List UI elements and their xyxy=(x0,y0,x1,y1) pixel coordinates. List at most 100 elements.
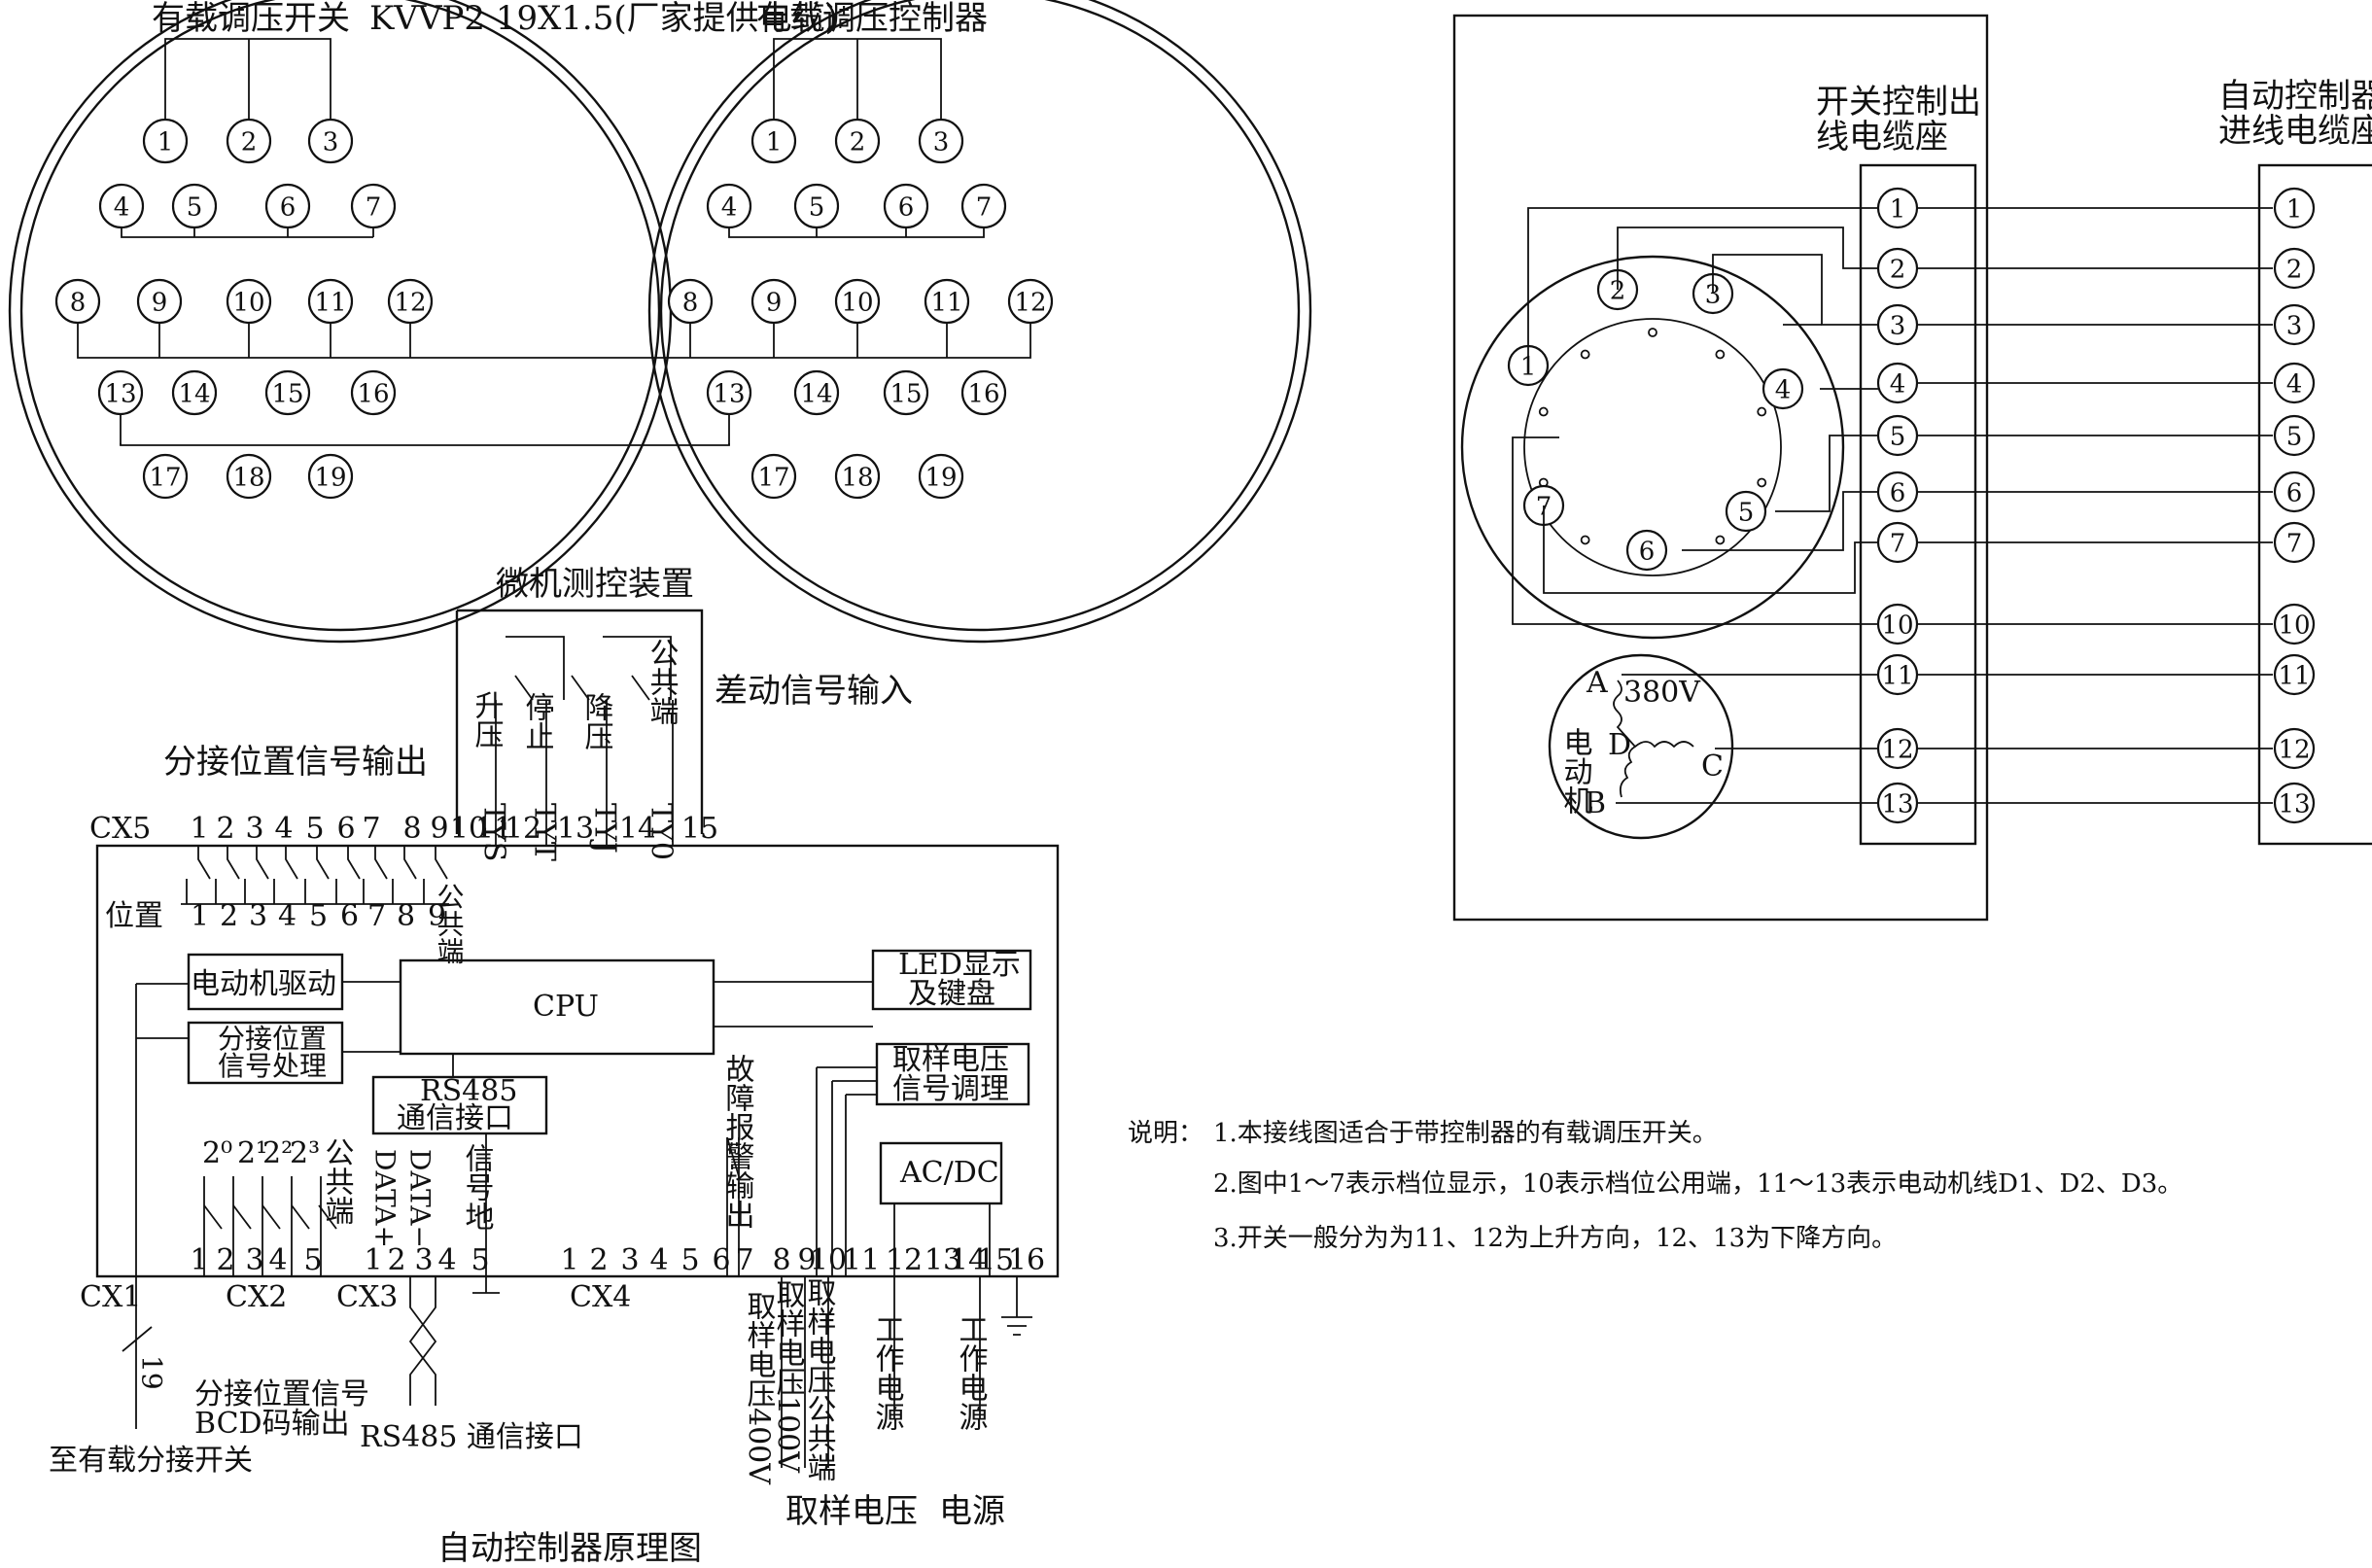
svg-text:13: 13 xyxy=(2278,789,2310,819)
cx5-pin-9: 9 xyxy=(430,812,448,846)
mc-label-up: 升压 xyxy=(470,690,505,749)
svg-text:8: 8 xyxy=(682,288,699,317)
cx5-label: CX5 xyxy=(89,812,151,846)
right-pin-3: 3 xyxy=(918,118,964,164)
left-pin-3: 3 xyxy=(307,118,354,164)
motor-label: 电动机 xyxy=(1558,727,1593,815)
svg-text:12: 12 xyxy=(1014,288,1046,317)
svg-text:3: 3 xyxy=(1705,280,1722,309)
svg-text:10: 10 xyxy=(232,288,264,317)
right-pin-16: 16 xyxy=(960,369,1007,416)
cx4-pin-2: 2 xyxy=(589,1243,608,1277)
left-pin-19: 19 xyxy=(307,453,354,500)
link-8-12-bus xyxy=(77,321,1031,359)
mc-wires xyxy=(495,700,674,846)
mc-bracket xyxy=(506,636,565,700)
mc-contacts xyxy=(514,675,650,701)
samp-400-label: 取样电压400V xyxy=(742,1291,777,1485)
switch-terminal-block xyxy=(1859,163,1977,846)
position-num-9: 9 xyxy=(428,899,446,933)
cx4-pin-9: 9 xyxy=(797,1243,816,1277)
bcd-out-line1: 分接位置信号 xyxy=(194,1377,369,1411)
left-pin-12: 12 xyxy=(387,278,434,325)
fault-wires xyxy=(726,1137,740,1276)
svg-text:15: 15 xyxy=(271,379,303,408)
svg-text:4: 4 xyxy=(1775,375,1792,404)
led-line1: LED显示 xyxy=(898,948,1021,982)
rs485-block xyxy=(371,1075,548,1135)
bcd-out-line2: BCD码输出 xyxy=(194,1407,350,1441)
cx2-label: CX2 xyxy=(226,1280,287,1314)
bcd-contacts xyxy=(203,1204,337,1230)
cx4-pin-8: 8 xyxy=(772,1243,790,1277)
power-2-label: 工作电源 xyxy=(954,1314,988,1431)
position-switch-6 xyxy=(335,846,361,904)
svg-text:7: 7 xyxy=(1890,529,1906,558)
ctrl-terminal-4: 4 xyxy=(2273,362,2316,404)
svg-text:1: 1 xyxy=(1890,194,1906,224)
switch-terminal-10: 10 xyxy=(1876,603,1919,645)
cx5-pin-4: 4 xyxy=(274,812,293,846)
rs485-line2: 通信接口 xyxy=(397,1101,513,1135)
position-switch-3 xyxy=(244,846,269,904)
left-pin-9: 9 xyxy=(136,278,183,325)
right-pin-8: 8 xyxy=(667,278,714,325)
wire-7 xyxy=(1543,505,1898,594)
svg-text:1: 1 xyxy=(2286,194,2303,224)
sig-tyt: TYT xyxy=(528,803,562,861)
cx5-pin-15: 15 xyxy=(681,812,718,846)
left-pin-18: 18 xyxy=(226,453,272,500)
internal-bus xyxy=(342,981,873,1053)
ctrl-terminal-2: 2 xyxy=(2273,247,2316,290)
position-switch-8 xyxy=(392,846,417,904)
position-num-6: 6 xyxy=(340,899,359,933)
bcd-bit-1: 2¹ xyxy=(237,1136,267,1170)
svg-text:17: 17 xyxy=(149,463,181,492)
position-num-5: 5 xyxy=(309,899,328,933)
cx2-pin-3: 3 xyxy=(245,1243,263,1277)
switch-terminal-12: 12 xyxy=(1876,727,1919,770)
wire-1 xyxy=(1527,207,1898,366)
contact-dot xyxy=(1715,349,1726,360)
fault-contact xyxy=(726,1136,740,1177)
switch-body-outer xyxy=(1460,255,1845,640)
position-num-3: 3 xyxy=(249,899,267,933)
svg-text:11: 11 xyxy=(930,288,962,317)
cx4-pin-10: 10 xyxy=(810,1243,847,1277)
acdc-block xyxy=(879,1141,1003,1205)
svg-text:5: 5 xyxy=(809,192,825,222)
notes-title: 说明： xyxy=(1128,1119,1203,1148)
controller-title: 自动控制器原理图 xyxy=(437,1529,702,1563)
left-pin-13: 13 xyxy=(97,369,144,416)
switch-terminal-7: 7 xyxy=(1876,521,1919,564)
right-pin-17: 17 xyxy=(750,453,797,500)
cx4-label: CX4 xyxy=(570,1280,631,1314)
motor-circle xyxy=(1548,653,1734,840)
phase-d: D xyxy=(1608,728,1631,762)
cx2-pin-2: 2 xyxy=(216,1243,234,1277)
ctrl-terminal-block xyxy=(2257,163,2372,846)
rs485-line1: RS485 xyxy=(420,1074,517,1108)
right-pin-6: 6 xyxy=(883,183,929,229)
rs485-port-label: RS485 通信接口 xyxy=(360,1420,583,1454)
svg-text:7: 7 xyxy=(2286,529,2303,558)
wire-2 xyxy=(1617,226,1898,290)
cx5-pin-2: 2 xyxy=(216,812,234,846)
contact-dot xyxy=(1538,406,1549,417)
contact-dot xyxy=(1757,406,1767,417)
cx4-pin-15: 15 xyxy=(977,1243,1014,1277)
left-pin-15: 15 xyxy=(264,369,311,416)
svg-text:9: 9 xyxy=(152,288,168,317)
wire-6 xyxy=(1682,491,1898,551)
samp-common-label: 取样电压公共端 xyxy=(802,1277,837,1481)
svg-text:6: 6 xyxy=(2286,478,2303,507)
switch-body-inner xyxy=(1523,318,1782,576)
switch-socket-line1: 开关控制出 xyxy=(1816,83,1981,122)
right-pin-13: 13 xyxy=(706,369,752,416)
bcd-common: 公共端 xyxy=(320,1137,354,1225)
ctrl-terminal-3: 3 xyxy=(2273,303,2316,346)
contact-dot xyxy=(1580,535,1590,545)
rs485-twisted-pair xyxy=(408,1276,437,1406)
